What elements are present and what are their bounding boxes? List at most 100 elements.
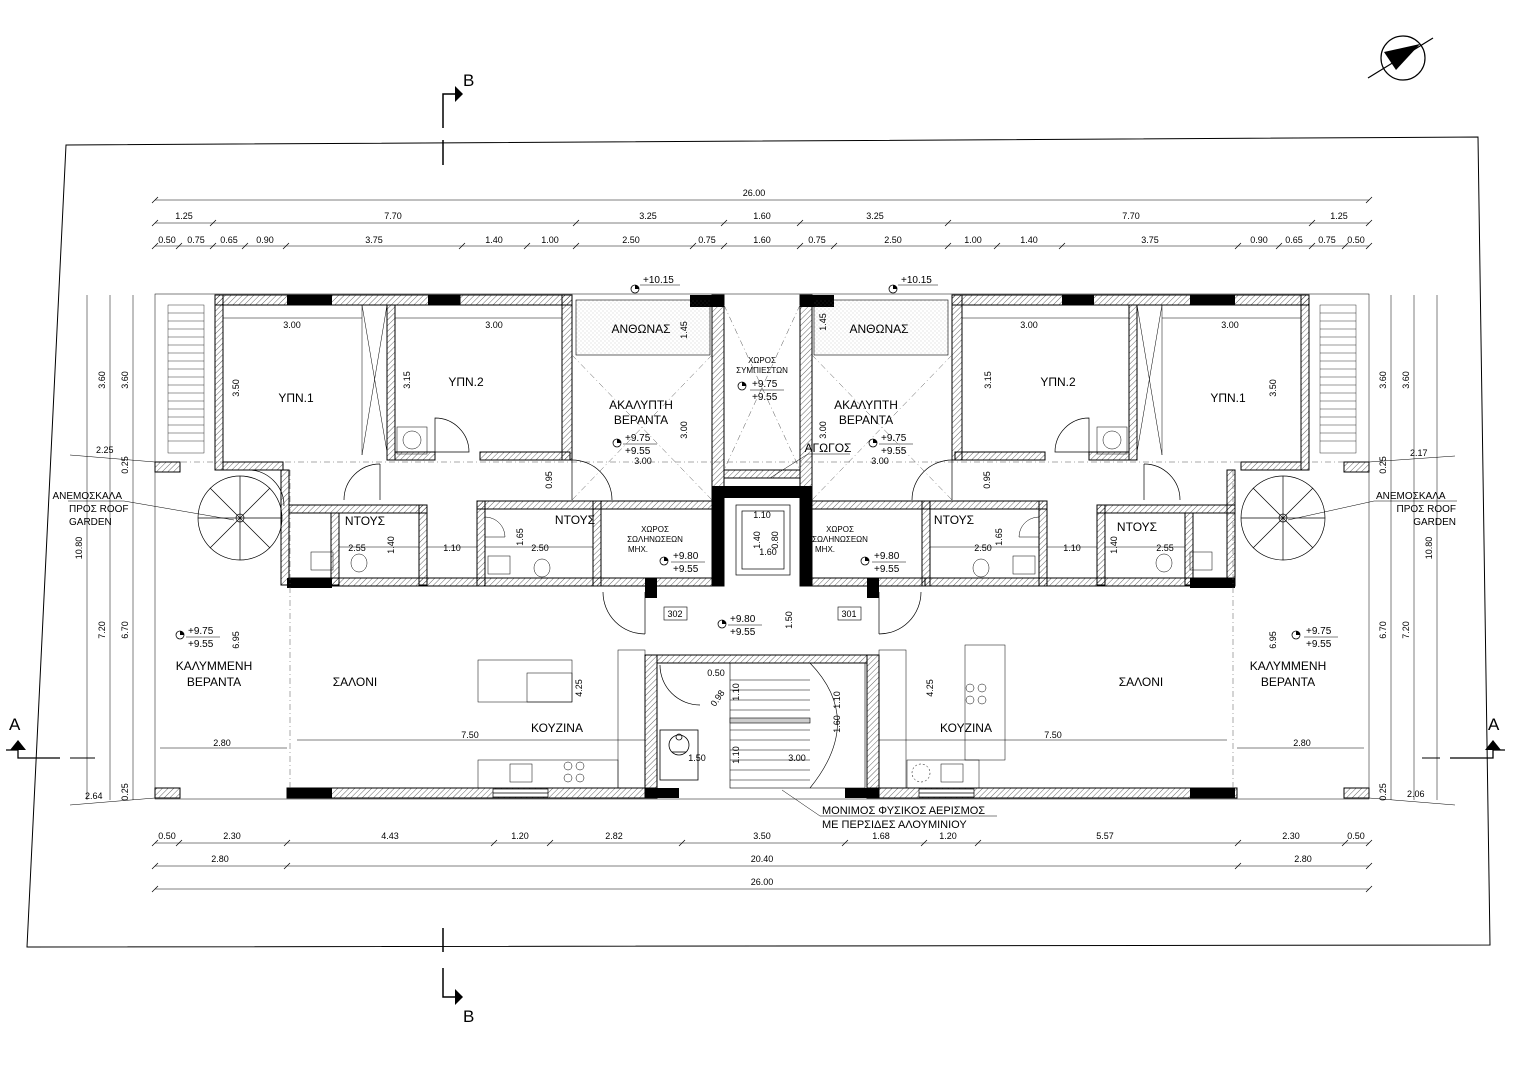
- svg-text:1.60: 1.60: [832, 715, 842, 733]
- svg-text:1.00: 1.00: [964, 235, 982, 245]
- svg-text:1.45: 1.45: [679, 321, 689, 339]
- svg-text:0.95: 0.95: [982, 471, 992, 489]
- room-bed2-left: ΥΠΝ.2: [448, 375, 484, 389]
- svg-text:0.50: 0.50: [1347, 831, 1365, 841]
- svg-text:26.00: 26.00: [743, 188, 766, 198]
- svg-text:1.60: 1.60: [753, 235, 771, 245]
- svg-text:6.95: 6.95: [1268, 631, 1278, 649]
- svg-text:3.60: 3.60: [1378, 371, 1388, 389]
- svg-text:2.55: 2.55: [348, 543, 366, 553]
- svg-text:1.50: 1.50: [688, 753, 706, 763]
- doors: [247, 417, 1181, 706]
- svg-text:ΜΕ ΠΕΡΣΙΔΕΣ ΑΛΟΥΜΙΝΙΟΥ: ΜΕ ΠΕΡΣΙΔΕΣ ΑΛΟΥΜΙΝΙΟΥ: [822, 819, 967, 831]
- svg-text:2.50: 2.50: [622, 235, 640, 245]
- svg-text:1.40: 1.40: [386, 536, 396, 554]
- svg-text:1.50: 1.50: [784, 611, 794, 629]
- svg-text:1.68: 1.68: [872, 831, 890, 841]
- note-spiral-right: ΑΝΕΜΟΣΚΑΛΑ ΠΡΟΣ ROOF GARDEN: [1287, 491, 1457, 528]
- svg-text:2.50: 2.50: [531, 543, 549, 553]
- room-bed2-right: ΥΠΝ.2: [1040, 375, 1076, 389]
- roof-outline: [154, 293, 1370, 800]
- svg-text:2.50: 2.50: [884, 235, 902, 245]
- svg-text:10.80: 10.80: [74, 537, 84, 560]
- svg-text:0.75: 0.75: [808, 235, 826, 245]
- room-living-left: ΣΑΛΟΝΙ: [333, 675, 378, 689]
- svg-text:3.15: 3.15: [402, 371, 412, 389]
- bathroom-fixtures: [310, 426, 1213, 578]
- room-covered-right-1: ΚΑΛΥΜΜΕΝΗ: [1250, 659, 1326, 673]
- svg-text:ΜΟΝΙΜΟΣ ΦΥΣΙΚΟΣ ΑΕΡΙΣΜΟΣ: ΜΟΝΙΜΟΣ ΦΥΣΙΚΟΣ ΑΕΡΙΣΜΟΣ: [822, 805, 985, 817]
- svg-text:3.60: 3.60: [1401, 371, 1411, 389]
- room-kitchen-right: ΚΟΥΖΙΝΑ: [940, 721, 992, 735]
- section-b-label-bottom: B: [463, 1007, 474, 1026]
- level-markers: +10.15 +10.15 +9.75 +9.55 +9.75 +9.55 +9…: [175, 275, 1338, 650]
- svg-text:1.10: 1.10: [753, 510, 771, 520]
- svg-text:6.95: 6.95: [231, 631, 241, 649]
- svg-text:1.45: 1.45: [818, 313, 828, 331]
- svg-text:3.15: 3.15: [983, 371, 993, 389]
- flower-beds: [575, 299, 949, 356]
- svg-text:1.25: 1.25: [175, 211, 193, 221]
- elevator: [735, 504, 791, 576]
- svg-text:+9.80: +9.80: [730, 614, 756, 625]
- room-shower-3: ΝΤΟΥΣ: [934, 513, 974, 527]
- svg-text:0.75: 0.75: [1318, 235, 1336, 245]
- svg-text:3.00: 3.00: [679, 421, 689, 439]
- svg-text:2.80: 2.80: [1293, 738, 1311, 748]
- svg-text:0.65: 0.65: [220, 235, 238, 245]
- svg-text:0.80: 0.80: [770, 531, 780, 549]
- svg-text:1.40: 1.40: [1020, 235, 1038, 245]
- central-stair: [729, 662, 866, 789]
- svg-text:0.25: 0.25: [1378, 783, 1388, 801]
- svg-text:3.00: 3.00: [634, 456, 652, 466]
- svg-text:+9.75: +9.75: [881, 433, 907, 444]
- svg-text:2.30: 2.30: [223, 831, 241, 841]
- room-kitchen-left: ΚΟΥΖΙΝΑ: [531, 721, 583, 735]
- room-bed1-right: ΥΠΝ.1: [1210, 391, 1246, 405]
- label-duct: ΑΓΩΓΟΣ: [805, 441, 852, 455]
- svg-text:7.20: 7.20: [1401, 621, 1411, 639]
- svg-text:0.75: 0.75: [187, 235, 205, 245]
- open-veranda-guides: [289, 304, 1234, 788]
- svg-text:+9.55: +9.55: [625, 446, 651, 457]
- room-shower-2: ΝΤΟΥΣ: [555, 513, 595, 527]
- svg-text:1.20: 1.20: [939, 831, 957, 841]
- svg-text:ΧΩΡΟΣ: ΧΩΡΟΣ: [748, 356, 776, 365]
- svg-text:1.65: 1.65: [994, 528, 1004, 546]
- svg-text:3.50: 3.50: [1268, 379, 1278, 397]
- section-a-left: A: [6, 715, 95, 759]
- svg-text:7.50: 7.50: [461, 730, 479, 740]
- svg-text:0.50: 0.50: [1347, 235, 1365, 245]
- svg-text:1.00: 1.00: [541, 235, 559, 245]
- note-spiral-left: ΑΝΕΜΟΣΚΑΛΑ ΠΡΟΣ ROOF GARDEN: [52, 491, 235, 528]
- svg-text:3.25: 3.25: [639, 211, 657, 221]
- svg-text:+9.75: +9.75: [188, 626, 214, 637]
- svg-text:1.60: 1.60: [759, 547, 777, 557]
- svg-text:0.90: 0.90: [1250, 235, 1268, 245]
- svg-text:ΧΩΡΟΣ: ΧΩΡΟΣ: [826, 525, 854, 534]
- svg-text:ΣΩΛΗΝΩΣΕΩΝ: ΣΩΛΗΝΩΣΕΩΝ: [812, 535, 868, 544]
- svg-text:6.70: 6.70: [120, 621, 130, 639]
- svg-text:0.25: 0.25: [1378, 456, 1388, 474]
- svg-text:1.65: 1.65: [515, 528, 525, 546]
- room-open-veranda-right-2: ΒΕΡΑΝΤΑ: [839, 413, 893, 427]
- svg-text:ΜΗΧ.: ΜΗΧ.: [628, 545, 648, 554]
- svg-text:0.90: 0.90: [256, 235, 274, 245]
- svg-text:+9.80: +9.80: [673, 551, 699, 562]
- svg-text:1.10: 1.10: [1063, 543, 1081, 553]
- svg-text:ΜΗΧ.: ΜΗΧ.: [815, 545, 835, 554]
- room-shower-4: ΝΤΟΥΣ: [1117, 520, 1157, 534]
- svg-text:1.10: 1.10: [832, 691, 842, 709]
- svg-text:+9.75: +9.75: [625, 433, 651, 444]
- section-a-label-right: A: [1488, 715, 1500, 734]
- room-open-veranda-left-2: ΒΕΡΑΝΤΑ: [614, 413, 668, 427]
- svg-text:4.25: 4.25: [574, 679, 584, 697]
- section-b-bottom: B: [442, 928, 474, 1026]
- svg-text:1.10: 1.10: [731, 746, 741, 764]
- svg-text:7.50: 7.50: [1044, 730, 1062, 740]
- svg-text:4.25: 4.25: [925, 679, 935, 697]
- svg-text:+9.55: +9.55: [673, 564, 699, 575]
- svg-text:1.40: 1.40: [485, 235, 503, 245]
- svg-text:3.75: 3.75: [1141, 235, 1159, 245]
- svg-text:2.80: 2.80: [1294, 854, 1312, 864]
